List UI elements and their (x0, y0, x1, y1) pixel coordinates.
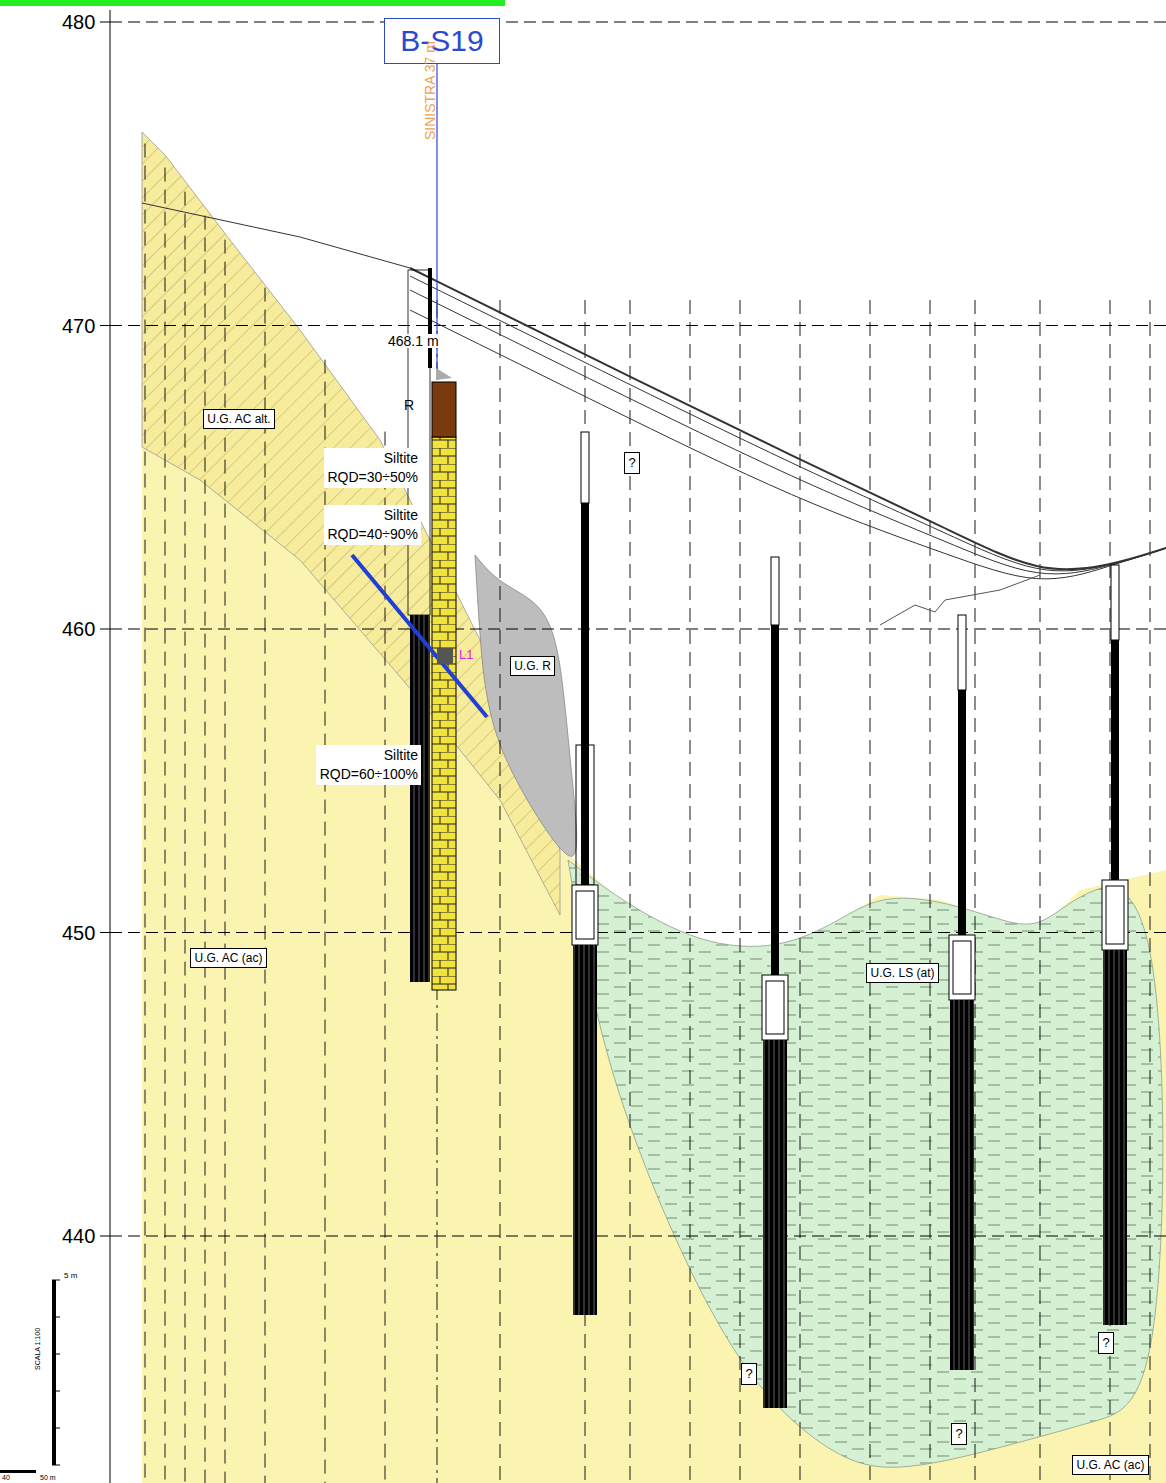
node-text: ? (628, 454, 636, 472)
log-annotation: SiltiteRQD=60÷100% (316, 745, 421, 785)
section-line (1040, 300, 1041, 1483)
section-line (1150, 300, 1151, 1483)
borehole-tag: B-S19 (384, 18, 500, 64)
section-line (165, 168, 166, 1483)
section-line (205, 216, 206, 1483)
grid-line (110, 932, 1166, 933)
grid-line (110, 1236, 1166, 1237)
scale-text: 40 (2, 1474, 10, 1481)
discontinuity-line (352, 555, 487, 717)
node-text: RQD=40÷90% (327, 525, 418, 544)
scale-bar (0, 1470, 36, 1473)
elevation-tick: 480 (62, 12, 95, 32)
pile (410, 615, 430, 982)
unit-label: ? (1098, 1332, 1114, 1354)
node-text: Siltite (319, 746, 418, 765)
unit-label: U.G. AC (ac) (190, 948, 267, 968)
unit-label: U.G. AC alt. (203, 409, 275, 429)
section-line (930, 300, 931, 1483)
elevation-tick: 450 (62, 923, 95, 943)
annotation: 468.1 m (388, 334, 439, 348)
pile (762, 557, 788, 1408)
road-profile (410, 268, 1166, 569)
node-text: RQD=30÷50% (327, 468, 418, 487)
node-text: U.G. LS (at) (870, 965, 935, 981)
axis-line (110, 10, 111, 1483)
section-line (385, 432, 386, 1483)
annotation: R (404, 398, 414, 412)
elevation-tick: 440 (62, 1226, 95, 1246)
sample-marker (437, 648, 453, 664)
highlight-bar (0, 0, 505, 6)
rock-unit-ac (142, 132, 1166, 1483)
section-line (870, 300, 871, 1483)
scale-text: 50 m (40, 1474, 56, 1481)
pile (949, 615, 975, 1370)
ground-line (142, 203, 410, 268)
section-line (265, 288, 266, 1483)
grid-line (110, 22, 1166, 23)
node-text: ? (1102, 1334, 1110, 1352)
unit-label: ? (624, 452, 640, 474)
scale-text: 5 m (64, 1272, 77, 1280)
section-line (145, 144, 146, 1483)
section-line (690, 300, 691, 1483)
section-line (800, 300, 801, 1483)
node-text: Siltite (327, 506, 418, 525)
annotation: SINISTRA 37 m (423, 41, 437, 140)
pile (572, 432, 598, 1315)
log-annotation: SiltiteRQD=30÷50% (324, 448, 421, 488)
road-profile (410, 290, 1166, 574)
scale-bar (52, 1280, 56, 1465)
node-text: U.G. AC (ac) (1076, 1457, 1145, 1473)
section-line (185, 192, 186, 1483)
unit-label: ? (951, 1423, 967, 1445)
node-text: ? (955, 1425, 963, 1443)
grid-line (110, 629, 1166, 630)
node-text: U.G. AC alt. (207, 411, 271, 427)
section-line (500, 300, 501, 1483)
road-profile (410, 310, 1166, 579)
unit-label: U.G. R (510, 656, 555, 676)
unit-label: U.G. AC (ac) (1072, 1455, 1149, 1475)
section-line (975, 300, 976, 1483)
unit-label: ? (741, 1363, 757, 1385)
rock-unit-r (475, 555, 577, 856)
unit-label: U.G. LS (at) (866, 963, 939, 983)
elevation-tick: 470 (62, 316, 95, 336)
log-annotation: SiltiteRQD=40÷90% (324, 505, 421, 545)
annotation: L1 (459, 648, 473, 661)
node-text: Siltite (327, 449, 418, 468)
section-line (740, 300, 741, 1483)
node-text: ? (745, 1365, 753, 1383)
road-profile (410, 276, 1166, 571)
node-text: B-S19 (391, 21, 493, 61)
pile (1102, 565, 1128, 1325)
node-text: U.G. AC (ac) (194, 950, 263, 966)
node-text: RQD=60÷100% (319, 765, 418, 784)
scale-text: SCALA 1:100 (34, 1328, 41, 1370)
node-text: U.G. R (514, 658, 551, 674)
elevation-tick: 460 (62, 619, 95, 639)
grid-line (110, 325, 1166, 326)
section-line (630, 300, 631, 1483)
rock-unit-ls (568, 860, 1163, 1467)
borehole-log (432, 437, 456, 990)
